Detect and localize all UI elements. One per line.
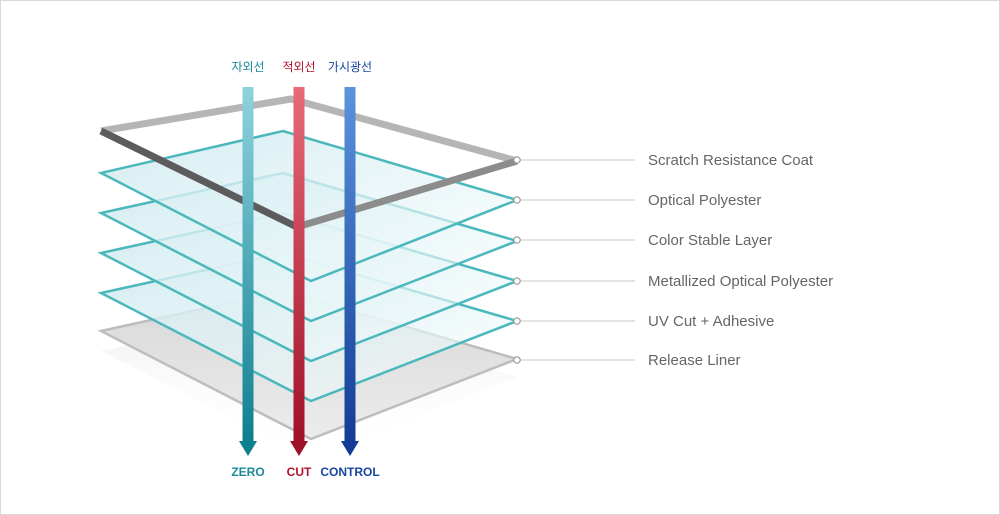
light-rays — [239, 87, 359, 456]
ray-arrowhead — [239, 441, 257, 456]
layer-callout: Optical Polyester — [513, 192, 761, 209]
leader-dot — [513, 317, 521, 325]
layer-callout: Color Stable Layer — [513, 232, 772, 249]
leader-dot — [513, 356, 521, 364]
ray-arrowhead — [290, 441, 308, 456]
ray-2 — [290, 87, 308, 456]
layer-label: Scratch Resistance Coat — [648, 152, 814, 169]
ray-top-label: 적외선 — [282, 60, 315, 74]
layer-label: Metallized Optical Polyester — [648, 273, 833, 290]
ray-shaft — [344, 87, 356, 443]
layer-callout: Metallized Optical Polyester — [513, 273, 833, 290]
layer-label: UV Cut + Adhesive — [648, 313, 774, 330]
ray-shaft — [242, 87, 254, 443]
ray-arrowhead — [341, 441, 359, 456]
layer-label: Release Liner — [648, 352, 741, 369]
ray-top-label: 자외선 — [231, 60, 264, 74]
ray-bottom-label: ZERO — [231, 465, 264, 479]
ray-labels: 자외선 ZERO 적외선 CUT 가시광선 CONTROL — [231, 60, 379, 479]
ray-bottom-label: CUT — [287, 465, 312, 479]
leader-dot — [513, 236, 521, 244]
ray-top-label: 가시광선 — [328, 60, 372, 74]
leader-dot — [513, 156, 521, 164]
leader-dot — [513, 277, 521, 285]
layer-callout: Scratch Resistance Coat — [513, 152, 814, 169]
layer-label: Optical Polyester — [648, 192, 761, 209]
layer-label: Color Stable Layer — [648, 232, 772, 249]
layer-callout: Release Liner — [513, 352, 741, 369]
ray-bottom-label: CONTROL — [320, 465, 379, 479]
ray-1 — [239, 87, 257, 456]
ray-shaft — [293, 87, 305, 443]
leader-dot — [513, 196, 521, 204]
ray-3 — [341, 87, 359, 456]
layer-callout: UV Cut + Adhesive — [513, 313, 774, 330]
